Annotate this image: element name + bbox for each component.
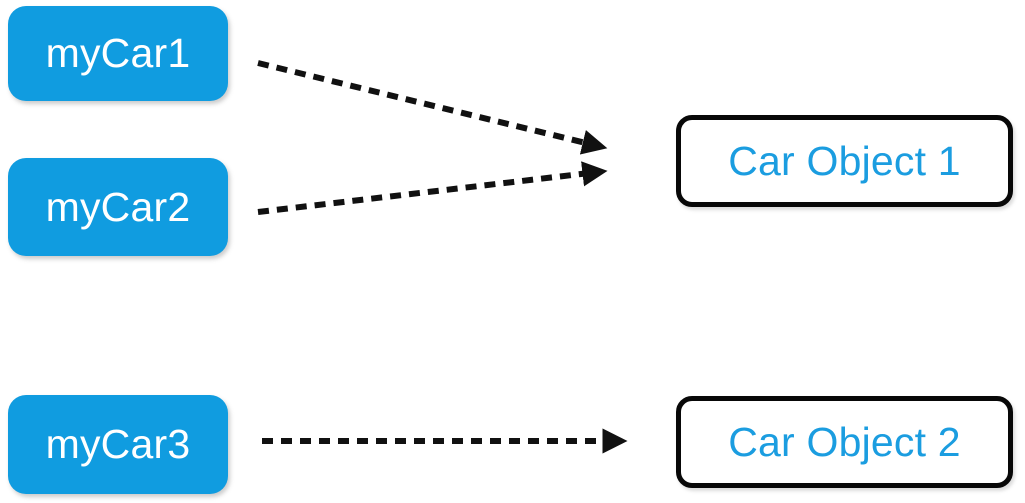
arrow-myCar1-to-carObject1-group: [257, 60, 608, 155]
variable-node-mycar1[interactable]: myCar1: [8, 6, 228, 101]
object-node-car-object-2-label: Car Object 2: [728, 418, 961, 465]
arrow-myCar2-to-carObject1-group: [257, 161, 608, 215]
variable-node-mycar2-label: myCar2: [45, 183, 191, 230]
variable-node-mycar1-label: myCar1: [45, 30, 191, 76]
variable-node-mycar2[interactable]: myCar2: [8, 158, 228, 256]
object-node-car-object-1-label: Car Object 1: [728, 137, 961, 184]
variable-node-mycar3-label: myCar3: [45, 421, 191, 467]
arrow-myCar2-to-carObject1: [257, 161, 608, 215]
object-node-car-object-1[interactable]: Car Object 1: [676, 115, 1013, 207]
arrow-myCar1-to-carObject1: [257, 60, 608, 155]
variable-node-mycar3[interactable]: myCar3: [8, 395, 228, 494]
object-node-car-object-2[interactable]: Car Object 2: [676, 396, 1013, 488]
